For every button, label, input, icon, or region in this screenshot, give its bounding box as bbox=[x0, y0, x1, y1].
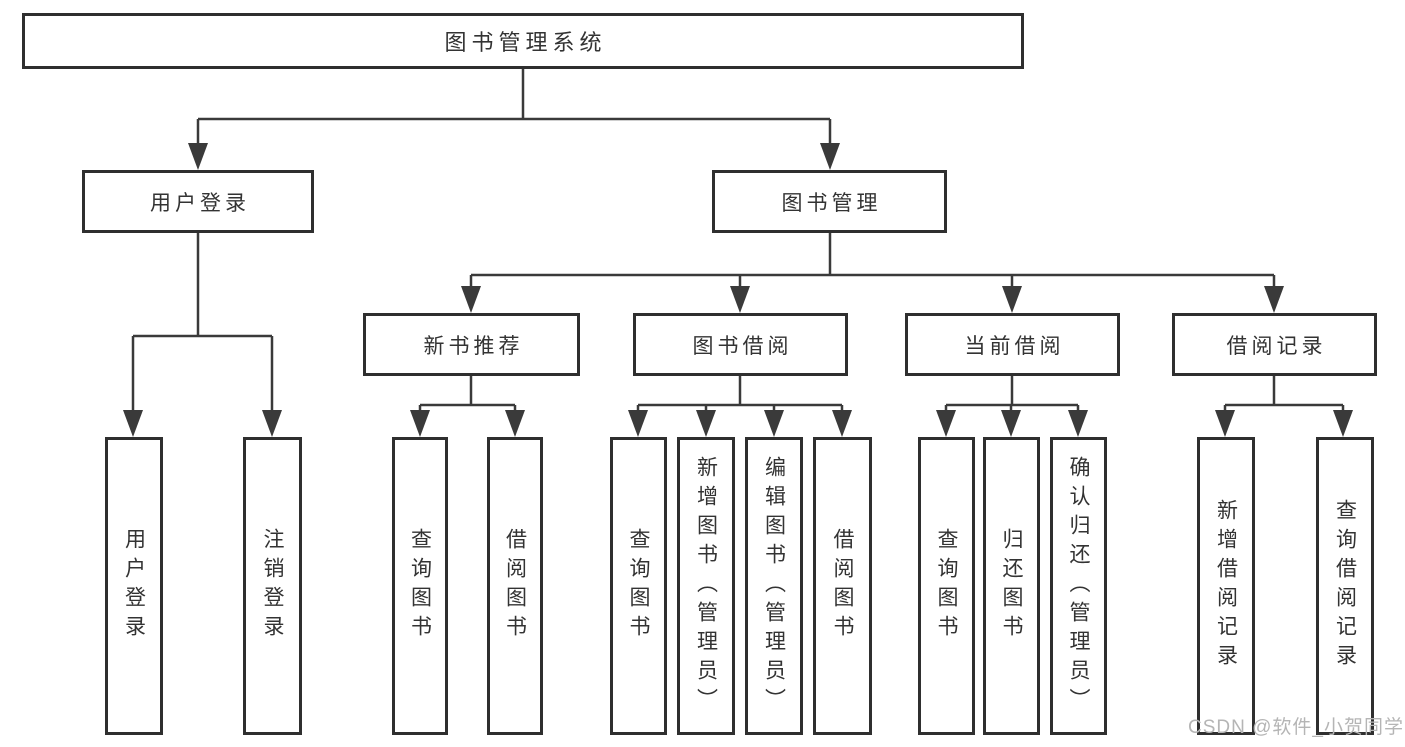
node-root-system: 图书管理系统 bbox=[22, 13, 1024, 69]
leaf-add-borrow-record: 新增借阅记录 bbox=[1197, 437, 1255, 735]
leaf-add-book-admin: 新增图书（管理员） bbox=[677, 437, 735, 735]
leaf-user-login: 用户登录 bbox=[105, 437, 163, 735]
leaf-query-book-current: 查询图书 bbox=[918, 437, 975, 735]
leaf-query-book-borrow: 查询图书 bbox=[610, 437, 667, 735]
arrowheads bbox=[123, 143, 1353, 437]
watermark: CSDN @软件_小贺同学 bbox=[1188, 717, 1404, 738]
node-book-management: 图书管理 bbox=[712, 170, 947, 233]
node-user-login: 用户登录 bbox=[82, 170, 314, 233]
leaf-logout: 注销登录 bbox=[243, 437, 302, 735]
leaf-borrow-book: 借阅图书 bbox=[813, 437, 872, 735]
node-new-book-recommend: 新书推荐 bbox=[363, 313, 580, 376]
leaf-query-book-rec: 查询图书 bbox=[392, 437, 448, 735]
leaf-return-book: 归还图书 bbox=[983, 437, 1040, 735]
leaf-borrow-book-rec: 借阅图书 bbox=[487, 437, 543, 735]
node-borrow-records: 借阅记录 bbox=[1172, 313, 1377, 376]
leaf-query-borrow-record: 查询借阅记录 bbox=[1316, 437, 1374, 735]
leaf-edit-book-admin: 编辑图书（管理员） bbox=[745, 437, 803, 735]
node-book-borrow: 图书借阅 bbox=[633, 313, 848, 376]
leaf-confirm-return-admin: 确认归还（管理员） bbox=[1050, 437, 1107, 735]
node-current-borrow: 当前借阅 bbox=[905, 313, 1120, 376]
